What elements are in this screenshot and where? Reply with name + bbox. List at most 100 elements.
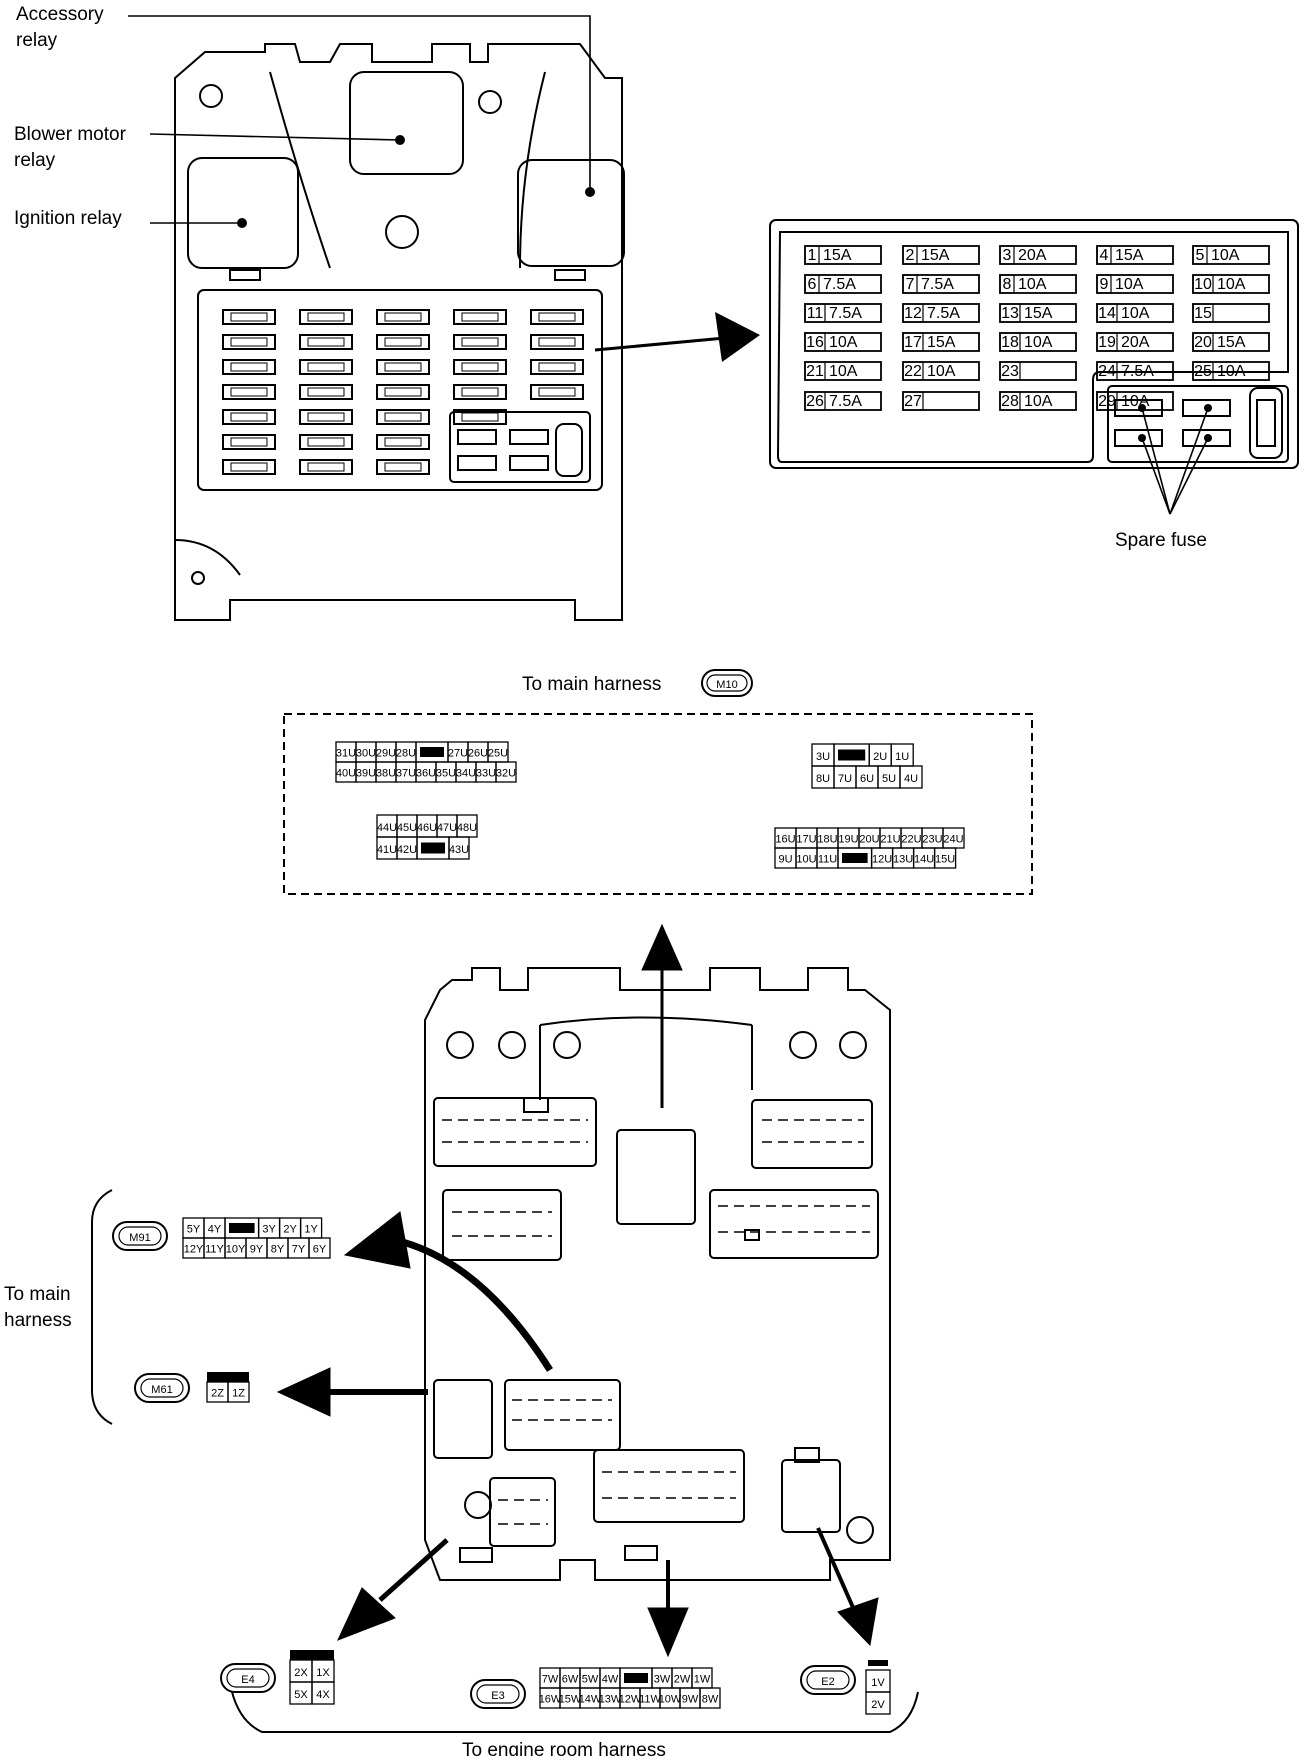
bottom-bracket xyxy=(231,1691,919,1733)
pin-28U: 28U xyxy=(395,741,417,763)
fuse-slot xyxy=(530,334,584,350)
fuse-number: 11 xyxy=(807,305,824,322)
pin-2Z: 2Z xyxy=(206,1381,229,1403)
svg-text:18U: 18U xyxy=(817,833,837,845)
svg-text:46U: 46U xyxy=(417,822,437,834)
fuse-slot xyxy=(299,434,353,450)
svg-text:41U: 41U xyxy=(377,844,397,856)
svg-text:29U: 29U xyxy=(376,747,396,759)
svg-text:2Y: 2Y xyxy=(283,1223,297,1235)
fuse-number: 1 xyxy=(808,247,817,264)
fuse-amperage: 10A xyxy=(1024,334,1053,351)
fuse-slot xyxy=(222,309,276,325)
svg-text:5Y: 5Y xyxy=(187,1223,201,1235)
e4-badge: E4 xyxy=(220,1663,276,1693)
fuse-slot xyxy=(222,459,276,475)
pin-5X: 5X xyxy=(289,1681,313,1705)
rear-connector xyxy=(433,1379,493,1459)
svg-text:1U: 1U xyxy=(895,751,909,763)
pin-13U: 13U xyxy=(891,847,915,869)
pin-blank xyxy=(833,743,870,767)
ignition-relay-label: Ignition relay xyxy=(14,208,122,229)
relay-slot xyxy=(509,429,549,445)
pin-12U: 12U xyxy=(870,847,894,869)
fuse-number: 5 xyxy=(1196,247,1205,264)
rear-connector xyxy=(433,1097,597,1167)
pin-44U: 44U xyxy=(376,814,398,838)
svg-text:2X: 2X xyxy=(294,1667,308,1679)
spare-fuse-label: Spare fuse xyxy=(1115,530,1207,551)
svg-text:25U: 25U xyxy=(488,747,508,759)
svg-text:E2: E2 xyxy=(821,1676,834,1688)
fuse-slot xyxy=(376,334,430,350)
svg-text:M61: M61 xyxy=(151,1384,172,1396)
fuse-cell-14: 14 10A xyxy=(1096,303,1174,323)
connector-key xyxy=(207,1372,249,1382)
fuse-number: 14 xyxy=(1098,305,1116,322)
m91-badge: M91 xyxy=(112,1221,168,1251)
pin-19U: 19U xyxy=(837,827,860,849)
svg-text:1X: 1X xyxy=(316,1667,330,1679)
fuse-cell-15: 15 xyxy=(1192,303,1270,323)
fuse-number: 22 xyxy=(904,363,922,380)
svg-text:28U: 28U xyxy=(396,747,416,759)
svg-text:39U: 39U xyxy=(356,767,376,779)
svg-text:31U: 31U xyxy=(336,747,356,759)
svg-text:5U: 5U xyxy=(882,773,896,785)
svg-text:37U: 37U xyxy=(396,767,416,779)
fuse-slot xyxy=(299,384,353,400)
pin-3Y: 3Y xyxy=(257,1217,281,1239)
fuse-amperage: 20A xyxy=(1121,334,1150,351)
svg-text:10W: 10W xyxy=(659,1693,682,1705)
pin-29U: 29U xyxy=(375,741,397,763)
fuse-number: 9 xyxy=(1100,276,1109,293)
fuse-amperage: 10A xyxy=(1121,305,1150,322)
m10-badge: M10 xyxy=(701,669,753,697)
rear-connector xyxy=(709,1189,879,1259)
to-main-harness-left-label: harness xyxy=(4,1310,72,1331)
pin-18U: 18U xyxy=(816,827,839,849)
pin-42U: 42U xyxy=(396,836,418,860)
fuse-amperage: 15A xyxy=(823,247,852,264)
pin-31U: 31U xyxy=(335,741,357,763)
svg-text:6U: 6U xyxy=(860,773,874,785)
fuse-number: 4 xyxy=(1100,247,1109,264)
svg-text:8W: 8W xyxy=(702,1693,719,1705)
pin-blank xyxy=(619,1667,653,1689)
pin-21U: 21U xyxy=(879,827,902,849)
fuse-slot xyxy=(453,309,507,325)
fuse-slot xyxy=(376,459,430,475)
pin-2V: 2V xyxy=(865,1691,891,1715)
pin-46U: 46U xyxy=(416,814,438,838)
fuse-slot xyxy=(453,359,507,375)
rear-connector xyxy=(751,1099,873,1169)
pin-5U: 5U xyxy=(877,765,901,789)
svg-text:23U: 23U xyxy=(922,833,942,845)
fuse-amperage: 15A xyxy=(1217,334,1246,351)
pin-9W: 9W xyxy=(679,1687,701,1709)
pin-blank xyxy=(224,1217,260,1239)
fuse-cell-23: 23 xyxy=(999,361,1077,381)
fuse-amperage: 7.5A xyxy=(829,305,862,322)
svg-text:M10: M10 xyxy=(716,679,737,691)
rear-connector xyxy=(504,1379,621,1451)
svg-text:12W: 12W xyxy=(619,1693,642,1705)
fuse-number: 17 xyxy=(904,334,922,351)
pin-47U: 47U xyxy=(436,814,458,838)
relay-slot xyxy=(555,423,583,477)
accessory-relay xyxy=(517,159,625,267)
pin-2Y: 2Y xyxy=(278,1217,302,1239)
pin-1X: 1X xyxy=(311,1659,335,1683)
relay-leaders xyxy=(128,15,591,224)
svg-text:43U: 43U xyxy=(449,844,469,856)
